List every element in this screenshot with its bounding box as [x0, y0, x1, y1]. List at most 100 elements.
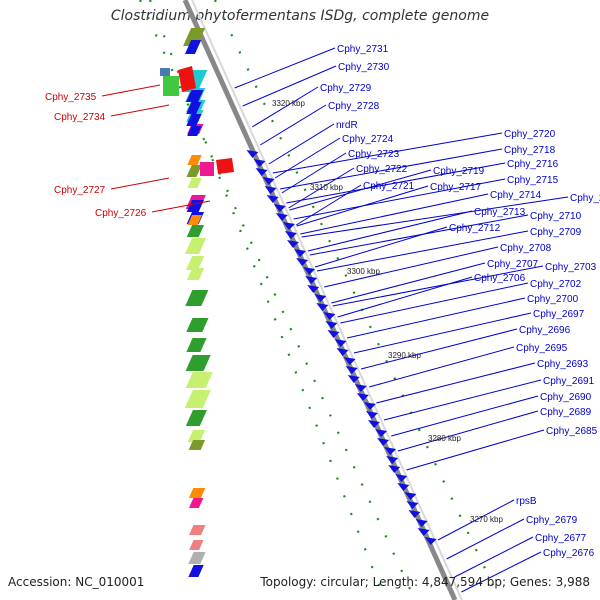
forward-gene-arrow — [266, 195, 279, 203]
gene-label: Cphy_2702 — [530, 279, 582, 290]
gene-label: Cphy_2689 — [540, 407, 592, 418]
gene-block-20 — [185, 256, 205, 270]
gene-label: Cphy_2717 — [430, 182, 482, 193]
forward-gene-arrow — [388, 465, 401, 473]
gene-label: Cphy_2695 — [516, 343, 568, 354]
gene-block-left — [200, 162, 214, 176]
gene-label: Cphy_2729 — [320, 83, 372, 94]
gene-label-left: Cphy_2727 — [54, 185, 106, 196]
label-leader-line — [369, 346, 515, 388]
gene-block-7 — [186, 90, 204, 102]
label-leader-line — [242, 65, 337, 107]
forward-gene-arrow — [397, 483, 410, 491]
gene-label: Cphy_2713 — [474, 207, 526, 218]
genome-axis-shadow — [191, 0, 463, 600]
forward-gene-arrow — [384, 447, 397, 455]
gene-block-18 — [186, 225, 205, 237]
gene-block-10 — [187, 126, 202, 136]
gene-block-12 — [186, 165, 202, 177]
forward-gene-arrow — [375, 429, 388, 437]
gene-label-left: Cphy_2734 — [54, 112, 106, 123]
gene-label: Cphy_2712 — [449, 223, 501, 234]
label-leader-line — [288, 167, 355, 209]
label-leader-line — [300, 193, 489, 235]
label-leader-line — [376, 362, 536, 404]
forward-gene-arrow — [316, 303, 329, 311]
forward-gene-arrow — [363, 402, 376, 410]
gene-label: Cphy_2715 — [507, 175, 559, 186]
gene-label: Cphy_2707 — [487, 259, 539, 270]
gene-label: Cphy_2718 — [504, 145, 556, 156]
gene-block-17 — [187, 215, 203, 225]
forward-gene-arrow — [334, 339, 347, 347]
gene-label: Cphy_2710 — [530, 211, 582, 222]
gene-label: Cphy_2709 — [530, 227, 582, 238]
gene-label: Cphy_2723 — [348, 149, 400, 160]
scale-mark-label: 3320 kbp — [272, 99, 305, 108]
gene-block-32 — [188, 498, 204, 508]
forward-gene-arrow — [314, 294, 327, 302]
gene-block-9 — [186, 114, 202, 126]
gene-label: Cphy_2721 — [363, 181, 415, 192]
forward-gene-arrow — [284, 231, 297, 239]
forward-gene-arrow — [294, 249, 307, 257]
gene-block-30 — [188, 440, 206, 450]
scale-mark-label: 3290 kbp — [388, 351, 421, 360]
gene-block-23 — [186, 318, 209, 332]
forward-gene-arrow — [325, 321, 338, 329]
gene-label: Cphy_2677 — [535, 533, 587, 544]
gene-label: Cphy_2703 — [545, 262, 597, 273]
label-leader-line — [286, 162, 506, 204]
gene-label: Cphy_2716 — [507, 159, 559, 170]
forward-gene-arrow — [343, 357, 356, 365]
label-leader-line — [259, 104, 327, 146]
gene-label: Cphy_2697 — [533, 309, 585, 320]
gene-block-34 — [189, 540, 204, 550]
forward-gene-arrow — [273, 204, 286, 212]
gene-block-33 — [189, 525, 206, 535]
gene-block-13 — [187, 178, 202, 188]
gene-block-35 — [188, 552, 206, 564]
gene-label: Cphy_2696 — [519, 325, 571, 336]
gene-block-8 — [186, 102, 202, 114]
forward-gene-arrow — [354, 384, 367, 392]
gene-label: Cphy_2676 — [543, 548, 595, 559]
label-leader-line — [315, 226, 448, 268]
scale-mark-label: 3270 kbp — [470, 515, 503, 524]
forward-gene-arrow — [417, 528, 430, 536]
label-leader-line — [293, 178, 506, 220]
gene-label: Cphy_2693 — [537, 359, 589, 370]
gene-label: Cphy_2714 — [490, 190, 542, 201]
gene-label: Cphy_2730 — [338, 62, 390, 73]
gene-label: Cphy_2711 — [570, 193, 600, 204]
accession-text: Accession: NC_010001 — [8, 575, 145, 589]
forward-gene-arrow — [395, 474, 408, 482]
label-leader-line — [324, 246, 499, 288]
gene-block-left — [216, 158, 234, 174]
gene-label: Cphy_2685 — [546, 426, 598, 437]
label-leader-line — [446, 518, 525, 560]
genome-summary-text: Topology: circular; Length: 4,847,594 bp… — [260, 575, 590, 589]
forward-gene-arrow — [282, 222, 295, 230]
scale-mark-label: 3310 kbp — [310, 183, 343, 192]
gene-label: Cphy_2708 — [500, 243, 552, 254]
forward-gene-arrow — [327, 330, 340, 338]
gene-label: Cphy_2724 — [342, 134, 394, 145]
gene-label: Cphy_2728 — [328, 101, 380, 112]
label-leader-line — [346, 297, 526, 339]
forward-gene-arrow — [296, 258, 309, 266]
gene-label: Cphy_2706 — [474, 273, 526, 284]
label-leader-line — [353, 312, 532, 354]
gene-block-28 — [185, 410, 207, 426]
gene-block-0 — [183, 28, 206, 46]
forward-gene-arrow — [275, 213, 288, 221]
label-leader-line — [234, 47, 336, 89]
label-leader-line — [289, 169, 432, 211]
forward-gene-arrow — [255, 168, 268, 176]
gene-block-left — [163, 76, 179, 96]
gene-block-1 — [184, 40, 202, 54]
forward-gene-arrow — [336, 348, 349, 356]
forward-gene-arrow — [408, 510, 421, 518]
label-leader-line — [309, 214, 529, 256]
